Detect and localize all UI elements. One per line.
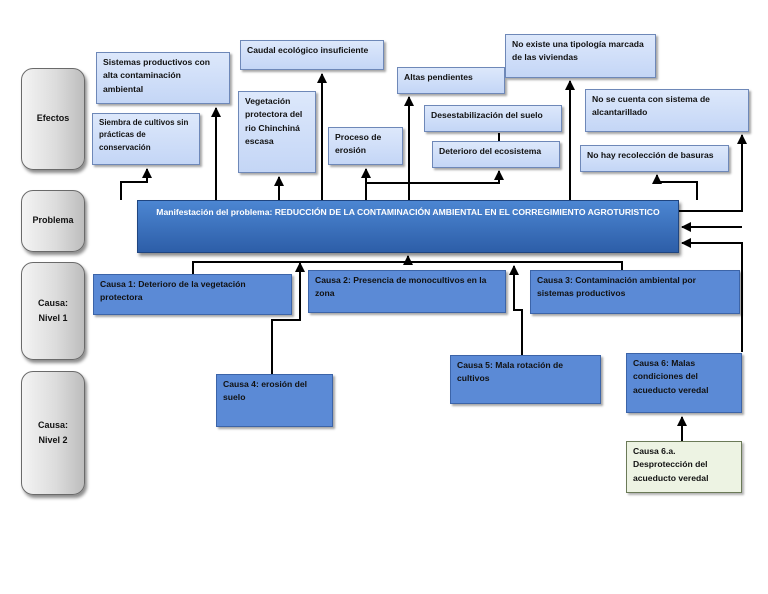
cause-2: Causa 2: Presencia de monocultivos en la… [308,270,506,313]
lane-causa-nivel-1: Causa: Nivel 1 [21,262,85,360]
effect-desestabilizacion-suelo: Desestabilización del suelo [424,105,562,132]
bus-causes-nivel-1 [192,261,623,274]
arrow-to-basuras [652,174,698,200]
arrow-to-alcantarillado [679,134,747,212]
arrow-to-siembra [120,168,152,200]
effect-altas-pendientes: Altas pendientes [397,67,505,94]
arrow-cause4-to-cause2 [271,262,305,374]
arrow-to-deterioro-eco [366,170,504,184]
effect-caudal-ecologico: Caudal ecológico insuficiente [240,40,384,70]
cause-1: Causa 1: Deterioro de la vegetación prot… [93,274,292,315]
cause-6: Causa 6: Malas condiciones del acueducto… [626,353,742,413]
effect-siembra-cultivos: Siembra de cultivos sin prácticas de con… [92,113,200,165]
effect-deterioro-ecosistema: Deterioro del ecosistema [432,141,560,168]
arrow-causes-to-problem-right [681,238,743,352]
effect-proceso-erosion: Proceso de erosión [328,127,403,165]
lane-efectos: Efectos [21,68,85,170]
problem-box: Manifestación del problema: REDUCCIÓN DE… [137,200,679,253]
effect-vegetacion-protectora: Vegetación protectora del rio Chinchiná … [238,91,316,173]
effect-recoleccion-basuras: No hay recolección de basuras [580,145,729,172]
cause-6a: Causa 6.a. Desprotección del acueducto v… [626,441,742,493]
effect-sistemas-productivos: Sistemas productivos con alta contaminac… [96,52,230,104]
lane-problema: Problema [21,190,85,252]
cause-5: Causa 5: Mala rotación de cultivos [450,355,601,404]
effect-alcantarillado: No se cuenta con sistema de alcantarilla… [585,89,749,132]
arrow-cause5-to-bus [509,265,523,355]
lane-causa-nivel-2: Causa: Nivel 2 [21,371,85,495]
effect-tipologia-viviendas: No existe una tipología marcada de las v… [505,34,656,78]
cause-4: Causa 4: erosión del suelo [216,374,333,427]
cause-3: Causa 3: Contaminación ambiental por sis… [530,270,740,314]
